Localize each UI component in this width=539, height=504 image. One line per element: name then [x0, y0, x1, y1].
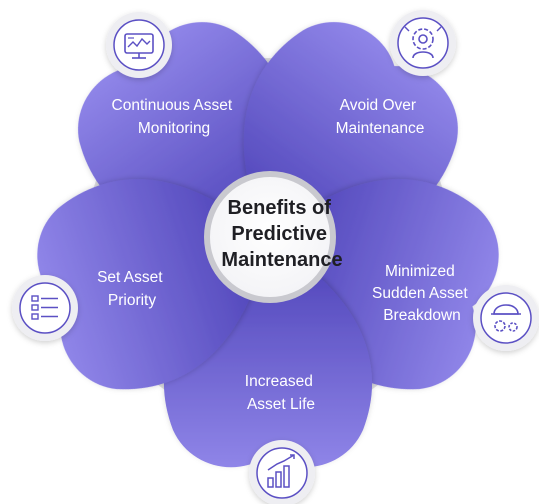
label-continuous-line-1: Continuous Asset — [112, 97, 233, 114]
label-set-line-2: Priority — [108, 292, 156, 309]
label-minimized-line-2: Sudden Asset — [372, 285, 468, 302]
growth-chart-icon — [249, 440, 315, 504]
checklist-icon — [12, 275, 78, 341]
label-avoid-line-2: Maintenance — [336, 120, 425, 137]
label-minimized-line-3: Breakdown — [383, 307, 461, 324]
hardhat-gears-icon — [473, 285, 539, 351]
center-circle — [210, 177, 330, 297]
gear-person-icon — [390, 10, 456, 76]
label-increased-line-1: Increased — [245, 373, 313, 390]
label-avoid-over-maintenance: Avoid Over Maintenance — [336, 97, 425, 137]
center-title-line-1: Benefits of — [228, 197, 332, 219]
label-set-line-1: Set Asset — [97, 269, 163, 286]
label-increased-line-2: Asset Life — [247, 396, 315, 413]
label-continuous-line-2: Monitoring — [138, 120, 210, 137]
center-title-line-3: Maintenance — [221, 249, 342, 271]
label-minimized-line-1: Minimized — [385, 263, 455, 280]
label-continuous-asset-monitoring: Continuous Asset Monitoring — [112, 97, 237, 137]
monitor-dashboard-icon — [106, 12, 172, 78]
center-title-line-2: Predictive — [231, 223, 327, 245]
label-increased-asset-life: Increased Asset Life — [245, 373, 317, 413]
center-title: Benefits of Predictive Maintenance — [221, 197, 342, 271]
label-set-asset-priority: Set Asset Priority — [97, 269, 167, 309]
label-avoid-line-1: Avoid Over — [340, 97, 416, 114]
label-minimized-sudden-asset-breakdown: Minimized Sudden Asset Breakdown — [372, 263, 472, 324]
